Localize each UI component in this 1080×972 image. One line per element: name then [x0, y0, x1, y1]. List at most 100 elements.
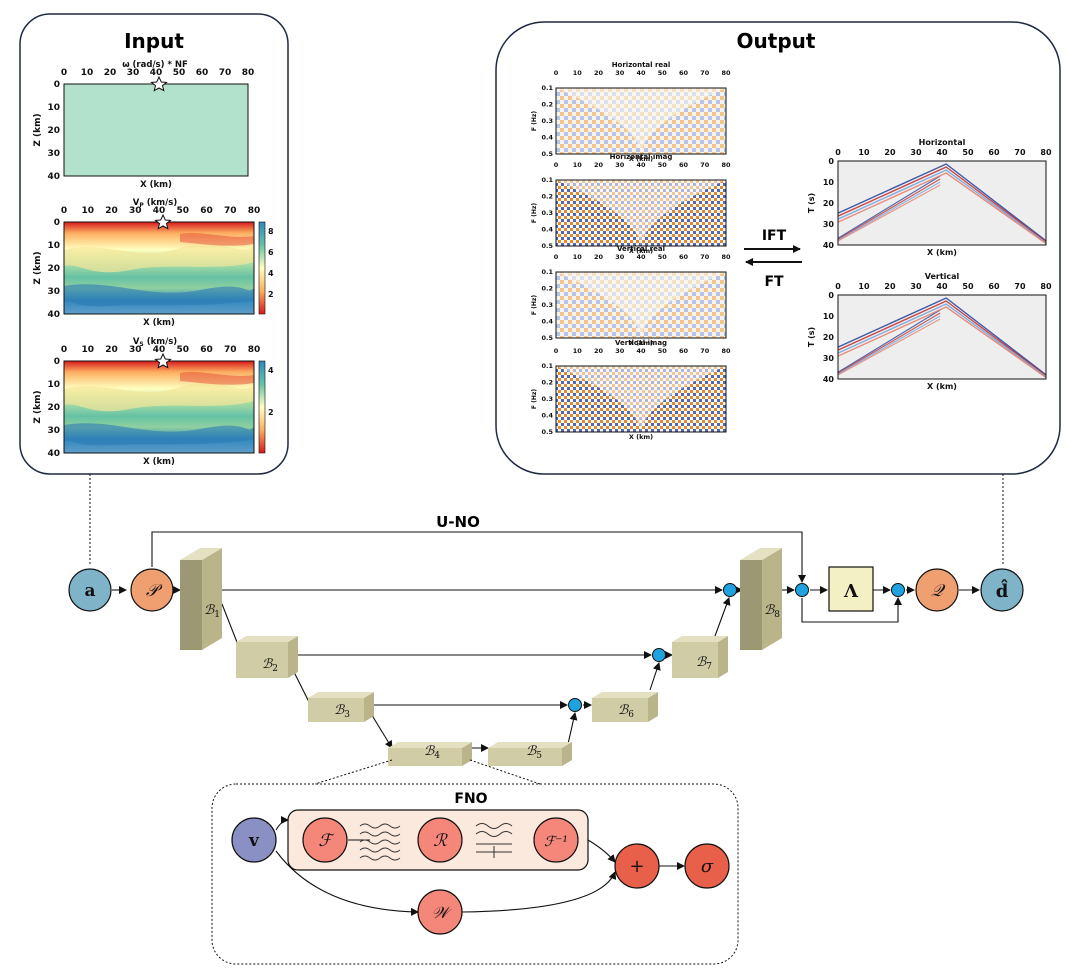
truncated-modes-icon — [475, 823, 513, 858]
x-tick-label: 30 — [127, 68, 140, 78]
junction-nodes — [568, 583, 905, 712]
y-tick-label: 10 — [47, 103, 60, 113]
x-tick-label: 10 — [81, 68, 94, 78]
spectrum-overlay — [556, 272, 726, 338]
uno-block-2: ℬ2 — [236, 636, 298, 678]
uno-block-4: ℬ4 — [388, 742, 472, 766]
x-axis-label: X (km) — [143, 457, 175, 467]
model-area — [63, 83, 249, 177]
block-label: ℬ2 — [262, 657, 278, 674]
uno-block-7: ℬ7 — [672, 636, 728, 678]
y-tick-label: 40 — [823, 375, 835, 384]
y-axis-label: Z (km) — [33, 251, 43, 284]
colorbar-tick-label: 6 — [268, 248, 274, 257]
y-tick-label: 0.1 — [541, 268, 553, 276]
fno-node-fourier: ℱ — [302, 817, 348, 863]
x-tick-label: 30 — [615, 161, 625, 169]
y-tick-label: 0.1 — [541, 84, 553, 92]
plot-title: ω (rad/s) * NF — [122, 60, 188, 70]
seismogram-image — [838, 161, 1046, 245]
y-tick-label: 0.5 — [541, 242, 553, 250]
y-tick-label: 30 — [823, 220, 835, 229]
block-label: ℬ8 — [764, 603, 780, 620]
y-tick-label: 0.4 — [541, 412, 553, 420]
y-tick-label: 0.5 — [541, 150, 553, 158]
x-tick-label: 60 — [988, 282, 1000, 291]
x-tick-label: 10 — [573, 69, 583, 77]
svg-text:𝒬: 𝒬 — [931, 581, 946, 601]
block-label: ℬ6 — [618, 703, 634, 720]
plot-title: Horizontal imag — [610, 153, 673, 161]
x-axis-label: X (km) — [927, 248, 957, 257]
x-tick-label: 50 — [173, 68, 186, 78]
transform-arrows: IFT FT — [744, 228, 802, 290]
source-star-icon — [154, 213, 172, 230]
x-tick-label: 80 — [1040, 148, 1052, 157]
colorbar-tick-label: 4 — [268, 366, 274, 375]
wavefront-line — [837, 312, 941, 374]
uno-block-3: ℬ3 — [308, 692, 374, 722]
ift-label: IFT — [762, 228, 787, 244]
y-tick-label: 0.4 — [541, 226, 553, 234]
input-node-a: a — [68, 568, 112, 612]
plot-title: VP (km/s) — [133, 198, 178, 209]
x-tick-label: 70 — [700, 253, 710, 261]
y-tick-label: 10 — [47, 380, 60, 390]
x-tick-label: 30 — [129, 206, 142, 216]
wavefront-line — [837, 184, 941, 242]
svg-text:v: v — [248, 831, 260, 851]
x-tick-label: 0 — [554, 161, 559, 169]
x-tick-label: 20 — [105, 206, 118, 216]
x-tick-label: 70 — [700, 347, 710, 355]
wavefront-line — [837, 163, 1047, 242]
y-axis-label: F (Hz) — [531, 389, 538, 409]
x-tick-label: 70 — [219, 68, 232, 78]
x-tick-label: 30 — [129, 345, 142, 355]
x-tick-label: 50 — [962, 282, 974, 291]
x-tick-label: 70 — [700, 69, 710, 77]
wavefront-line — [837, 178, 941, 240]
lifting-node-p: 𝒫 — [130, 568, 174, 612]
x-axis-label: X (km) — [629, 339, 653, 347]
x-tick-label: 60 — [679, 161, 689, 169]
x-tick-label: 10 — [573, 253, 583, 261]
x-tick-label: 40 — [153, 206, 166, 216]
x-tick-label: 60 — [988, 148, 1000, 157]
x-axis-label: X (km) — [140, 180, 172, 190]
x-tick-label: 60 — [679, 69, 689, 77]
x-tick-label: 60 — [200, 206, 213, 216]
junction-node — [568, 698, 582, 712]
spectrum-overlay — [556, 180, 726, 246]
x-tick-label: 80 — [1040, 282, 1052, 291]
wavefront-line — [837, 300, 1047, 377]
y-tick-label: 40 — [47, 172, 60, 182]
x-tick-label: 60 — [200, 345, 213, 355]
x-tick-label: 10 — [858, 282, 870, 291]
x-tick-label: 80 — [248, 345, 261, 355]
y-tick-label: 0.3 — [541, 395, 553, 403]
x-tick-label: 60 — [679, 347, 689, 355]
colorbar-tick-label: 2 — [268, 408, 274, 417]
y-tick-label: 0 — [54, 218, 60, 228]
plot-frame — [837, 294, 1047, 380]
x-tick-label: 50 — [176, 206, 189, 216]
x-tick-label: 50 — [658, 253, 668, 261]
fno-node-r: ℛ — [417, 817, 463, 863]
x-tick-label: 0 — [554, 253, 559, 261]
output-panel: Output — [495, 21, 1061, 475]
spectrum-overlay — [556, 88, 726, 154]
y-tick-label: 20 — [47, 264, 60, 274]
svg-text:Λ: Λ — [843, 581, 859, 602]
ft-label: FT — [764, 274, 784, 290]
junction-node — [891, 583, 905, 597]
output-node-d: d̂ — [980, 568, 1024, 612]
wavefront-line — [837, 318, 941, 376]
x-axis-label: X (km) — [143, 318, 175, 328]
wavefront-line — [837, 297, 1047, 376]
x-tick-label: 20 — [594, 253, 604, 261]
x-tick-label: 20 — [884, 282, 896, 291]
x-tick-label: 20 — [594, 161, 604, 169]
plot-title: Horizontal — [919, 138, 966, 147]
